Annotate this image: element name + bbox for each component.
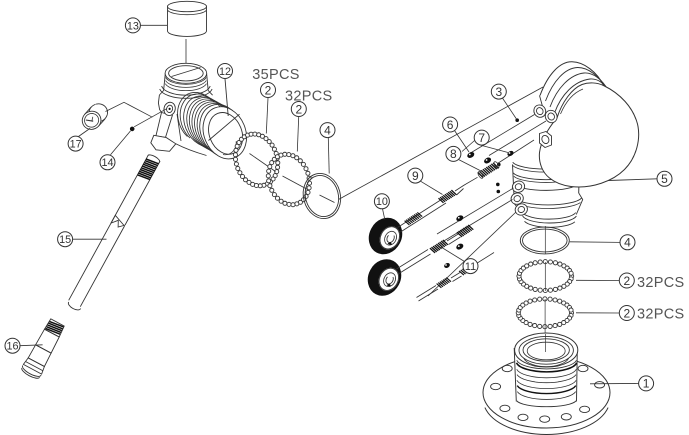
svg-text:6: 6 — [447, 118, 454, 132]
svg-text:13: 13 — [127, 20, 139, 32]
svg-text:14: 14 — [101, 157, 113, 169]
svg-text:17: 17 — [70, 139, 82, 151]
svg-text:7: 7 — [478, 131, 485, 145]
svg-text:16: 16 — [6, 341, 18, 353]
svg-text:2: 2 — [295, 102, 302, 116]
svg-text:32PCS: 32PCS — [637, 306, 684, 322]
svg-text:8: 8 — [450, 147, 457, 161]
svg-text:10: 10 — [376, 196, 388, 208]
svg-text:12: 12 — [219, 66, 231, 78]
svg-text:11: 11 — [465, 261, 476, 273]
svg-text:4: 4 — [624, 236, 631, 250]
svg-text:32PCS: 32PCS — [637, 275, 684, 291]
svg-text:1: 1 — [643, 377, 650, 391]
svg-text:9: 9 — [412, 169, 419, 183]
svg-text:32PCS: 32PCS — [285, 88, 332, 104]
svg-text:5: 5 — [661, 172, 668, 186]
svg-text:15: 15 — [59, 234, 71, 246]
svg-text:35PCS: 35PCS — [252, 67, 299, 83]
svg-text:2: 2 — [623, 274, 630, 288]
svg-text:2: 2 — [623, 306, 630, 320]
svg-text:3: 3 — [495, 85, 502, 99]
svg-text:4: 4 — [324, 123, 331, 137]
svg-text:2: 2 — [265, 83, 272, 97]
